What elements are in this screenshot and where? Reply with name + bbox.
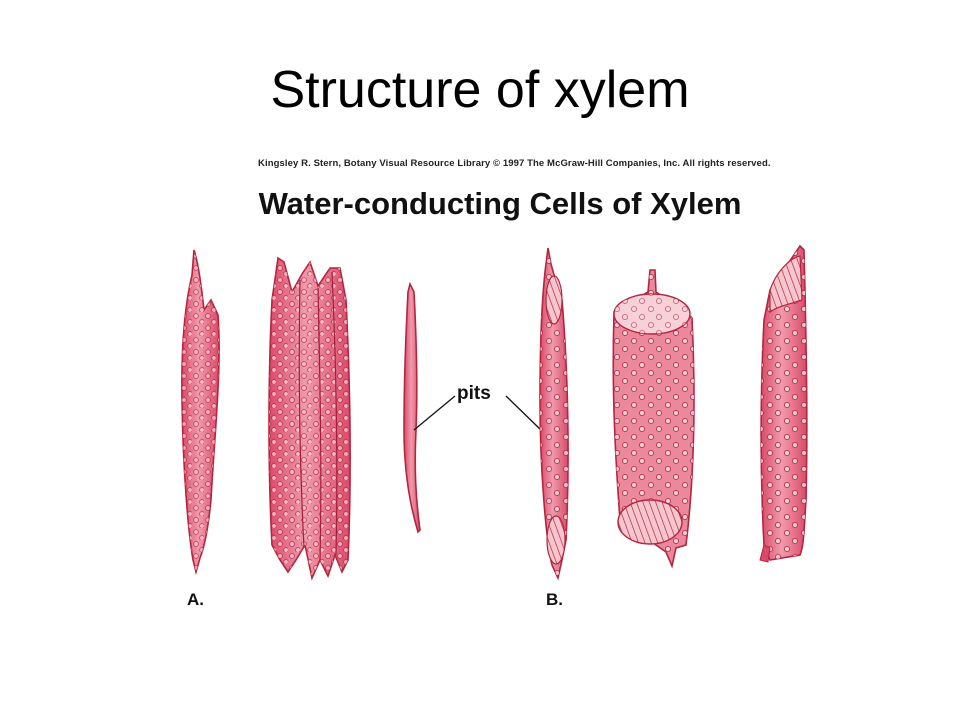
pits-callout-lines bbox=[413, 395, 544, 433]
tracheid-thin bbox=[403, 281, 421, 534]
figure-credit: Kingsley R. Stern, Botany Visual Resourc… bbox=[258, 158, 771, 169]
pits-label: pits bbox=[457, 383, 491, 404]
slide-title: Structure of xylem bbox=[270, 61, 690, 119]
panel-label-a: A. bbox=[187, 590, 204, 609]
vessel-element-oblique bbox=[759, 244, 808, 563]
panel-label-b: B. bbox=[546, 590, 563, 609]
vessel-element-tall bbox=[539, 247, 569, 581]
tracheid-bundle bbox=[268, 256, 351, 581]
figure-title: Water-conducting Cells of Xylem bbox=[258, 186, 742, 221]
vessel-element-wide bbox=[612, 269, 695, 569]
tracheid-single bbox=[181, 249, 220, 576]
